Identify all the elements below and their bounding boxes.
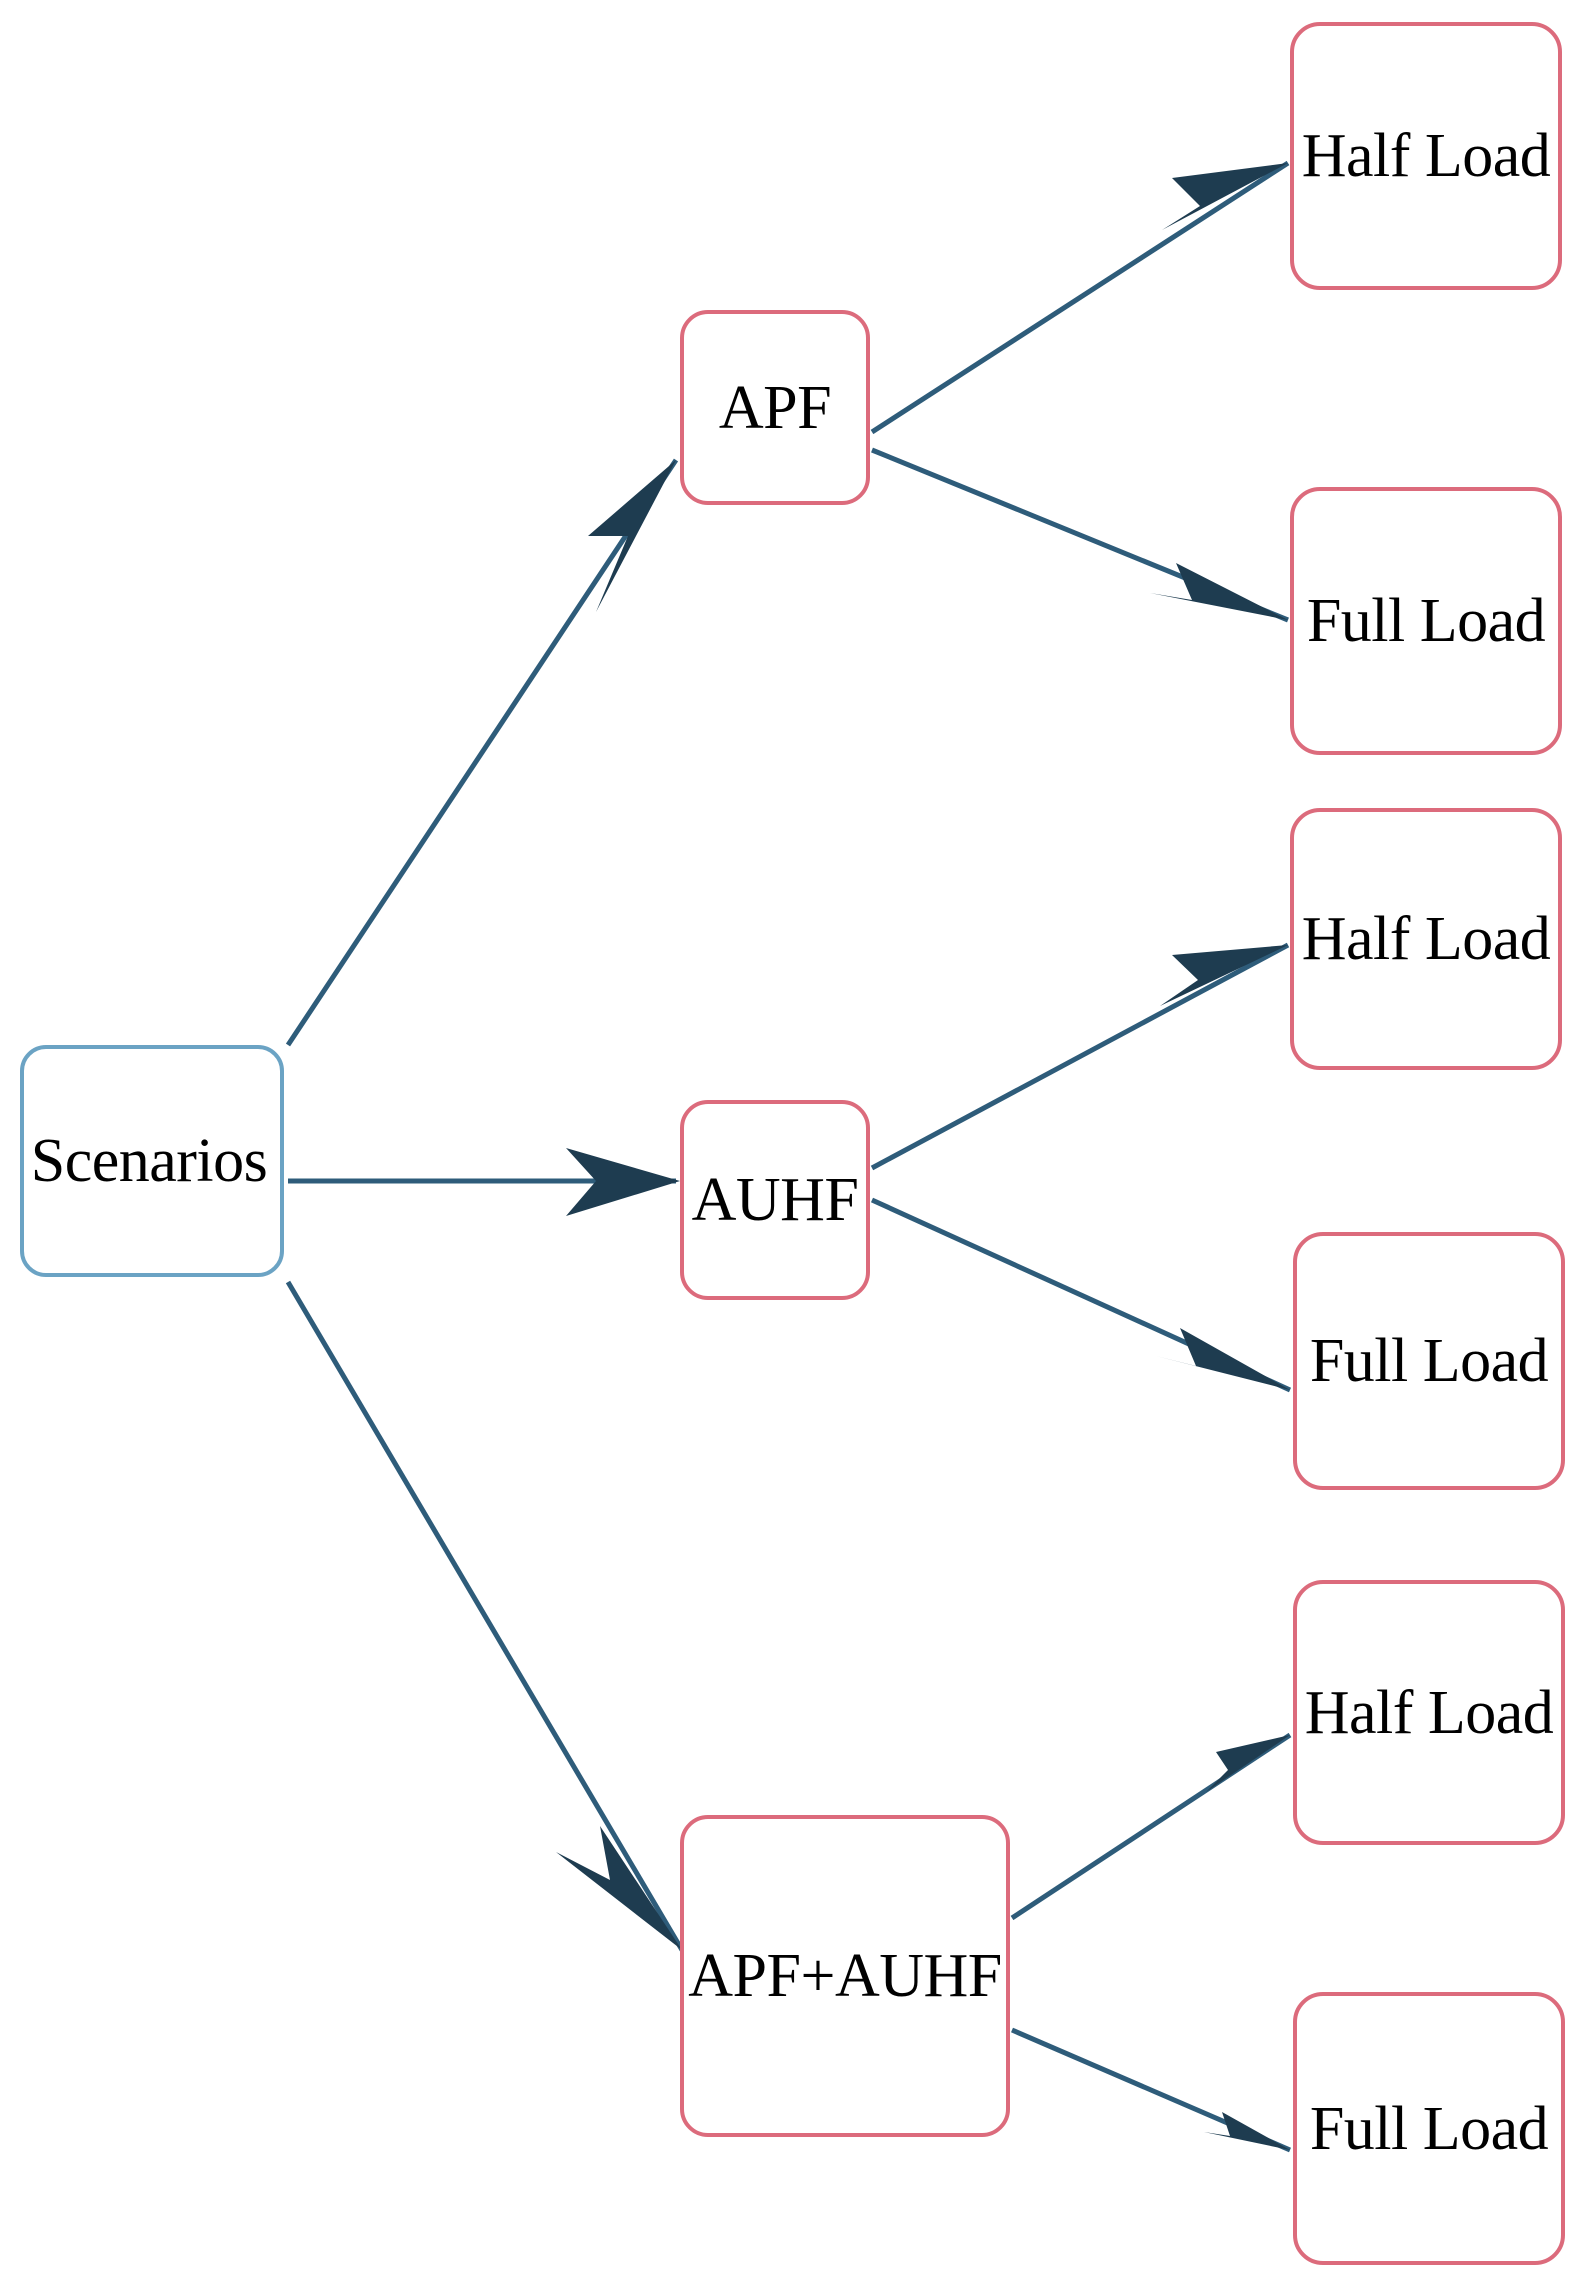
edge-scenarios-to-apf: [285, 458, 679, 1047]
node-scenarios[interactable]: Scenarios: [20, 1045, 284, 1277]
node-auhf-half-load[interactable]: Half Load: [1290, 808, 1562, 1070]
node-apf-full-load-label: Full Load: [1306, 587, 1546, 655]
node-apf-auhf[interactable]: APF+AUHF: [680, 1815, 1010, 2137]
edge-auhf-to-half-load: [870, 942, 1290, 1171]
node-auhf-label: AUHF: [691, 1166, 859, 1234]
node-both-half-load-label: Half Load: [1304, 1678, 1554, 1747]
node-both-full-load[interactable]: Full Load: [1293, 1992, 1565, 2265]
node-apf-half-load-label: Half Load: [1301, 122, 1551, 190]
edge-apf-to-half-load: [870, 160, 1290, 435]
node-apf-half-load[interactable]: Half Load: [1290, 22, 1562, 290]
node-apf[interactable]: APF: [680, 310, 870, 505]
node-apf-full-load[interactable]: Full Load: [1290, 487, 1562, 755]
edge-apf-auhf-to-half-load: [1010, 1732, 1292, 1921]
node-auhf-full-load[interactable]: Full Load: [1293, 1232, 1565, 1490]
node-auhf-half-load-label: Half Load: [1301, 905, 1551, 973]
node-apf-label: APF: [718, 373, 832, 442]
node-both-half-load[interactable]: Half Load: [1293, 1580, 1565, 1845]
node-both-full-load-label: Full Load: [1309, 2094, 1549, 2163]
node-scenarios-label: Scenarios: [30, 1127, 268, 1195]
edge-auhf-to-full-load: [870, 1197, 1292, 1393]
node-auhf-full-load-label: Full Load: [1309, 1327, 1549, 1395]
edge-scenarios-to-apf-auhf: [285, 1280, 685, 1952]
edge-scenarios-to-auhf: [288, 1148, 680, 1216]
edge-apf-auhf-to-full-load: [1011, 2027, 1291, 2153]
node-apf-auhf-label: APF+AUHF: [688, 1942, 1002, 2010]
node-auhf[interactable]: AUHF: [680, 1100, 870, 1300]
edge-apf-to-full-load: [871, 447, 1289, 623]
